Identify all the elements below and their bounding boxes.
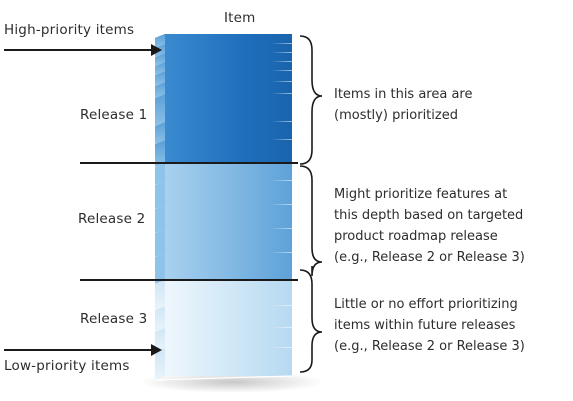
annotation-line: Might prioritize features at bbox=[334, 187, 508, 202]
release-1-item bbox=[154, 94, 293, 127]
high-priority-label: High-priority items bbox=[4, 22, 135, 38]
brace-release-1 bbox=[299, 35, 323, 165]
release-2-item bbox=[154, 181, 293, 210]
annotation-line: (e.g., Release 2 or Release 3) bbox=[334, 250, 525, 265]
release-1-label: Release 1 bbox=[80, 107, 148, 123]
release-3-item bbox=[154, 348, 293, 381]
release-3-item bbox=[154, 280, 293, 311]
annotation-line: (e.g., Release 2 or Release 3) bbox=[334, 339, 525, 354]
release-3-label: Release 3 bbox=[80, 311, 148, 327]
annotation-line: (mostly) prioritized bbox=[334, 108, 458, 123]
annotation-line: items within future releases bbox=[334, 318, 516, 333]
release-2-item bbox=[154, 253, 293, 285]
annotation-release-3: Little or no effort prioritizing items w… bbox=[334, 294, 525, 357]
low-priority-label: Low-priority items bbox=[4, 358, 130, 374]
annotation-line: this depth based on targeted bbox=[334, 208, 524, 223]
annotation-release-1: Items in this area are (mostly) prioriti… bbox=[334, 84, 472, 126]
annotation-line: Items in this area are bbox=[334, 87, 473, 102]
item-stack bbox=[154, 34, 293, 381]
item-column-label: Item bbox=[224, 10, 256, 26]
brace-release-3 bbox=[299, 269, 323, 373]
release-2-label: Release 2 bbox=[78, 211, 146, 227]
annotation-line: product roadmap release bbox=[334, 229, 498, 244]
annotation-release-2: Might prioritize features at this depth … bbox=[334, 184, 525, 268]
high-priority-arrow bbox=[4, 44, 162, 56]
brace-release-2-full bbox=[300, 166, 322, 270]
brace-release-2 bbox=[299, 165, 323, 277]
release-2-item bbox=[154, 229, 293, 258]
release-2-item bbox=[154, 205, 293, 234]
low-priority-arrow bbox=[4, 344, 162, 356]
annotation-line: Little or no effort prioritizing bbox=[334, 297, 518, 312]
